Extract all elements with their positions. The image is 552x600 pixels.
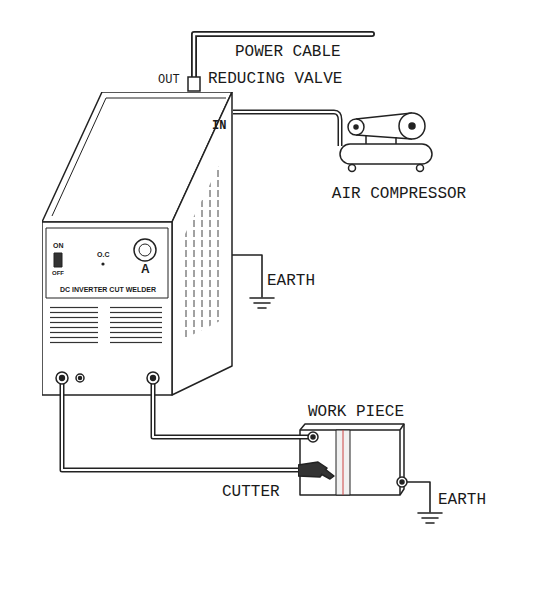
- valve-label: REDUCING VALVE: [208, 71, 342, 89]
- cable-core: [233, 111, 325, 113]
- cable-outer: [62, 396, 298, 470]
- indicator-label: O.C: [97, 251, 109, 259]
- earth-label: EARTH: [438, 492, 486, 510]
- earth-wire: [232, 255, 262, 297]
- switch-label: OFF: [52, 270, 64, 277]
- ground-symbol: [418, 513, 442, 523]
- panel-title: DC INVERTER CUT WELDER: [60, 286, 156, 294]
- reducing-valve: [188, 77, 200, 91]
- cable-connector: [153, 396, 298, 437]
- machine-outline: [42, 92, 233, 396]
- cable-connector: [62, 396, 298, 470]
- work-piece: WORK PIECE: [298, 402, 414, 498]
- cable-outer: [233, 110, 325, 115]
- air-compressor: AIR COMPRESSOR: [325, 108, 473, 208]
- switch-label: ON: [53, 242, 64, 250]
- earth-label: EARTH: [267, 273, 315, 291]
- meter-label: A: [141, 263, 150, 276]
- cable-connector: [233, 112, 325, 113]
- cable-label: POWER CABLE: [235, 44, 341, 62]
- cable-core: [62, 396, 298, 470]
- compressor-label: AIR COMPRESSOR: [332, 186, 466, 204]
- cable-outer: [153, 396, 298, 437]
- ground-symbol: [250, 298, 274, 308]
- inverter-cutter: DC INVERTER CUT WELDER: [42, 92, 233, 396]
- cable-core: [153, 396, 298, 437]
- workpiece-label: WORK PIECE: [308, 404, 404, 422]
- cutter-label: CUTTER: [222, 484, 280, 502]
- port-label: IN: [212, 120, 226, 133]
- port-label: OUT: [158, 74, 180, 87]
- earth-wire: [407, 482, 430, 512]
